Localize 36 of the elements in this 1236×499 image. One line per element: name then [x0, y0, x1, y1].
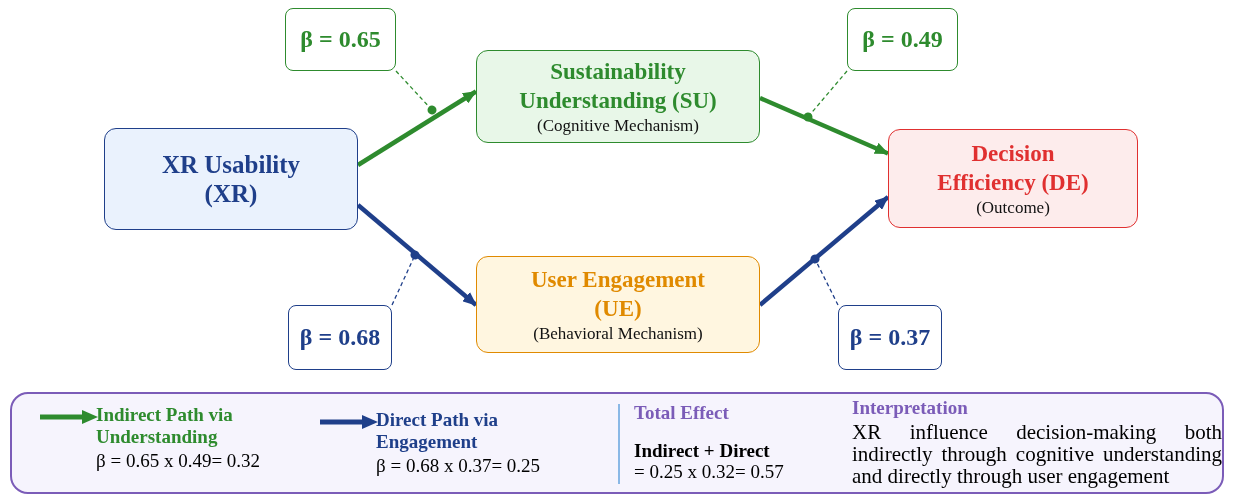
node-subtitle: (Cognitive Mechanism) — [537, 115, 699, 136]
node-title: β = 0.65 — [300, 25, 381, 54]
arrow — [356, 203, 478, 307]
node-title: β = 0.49 — [862, 25, 943, 54]
node-title: Sustainability Understanding (SU) — [518, 58, 718, 115]
process-box — [476, 256, 760, 353]
process-box — [888, 129, 1138, 228]
leader-line — [391, 250, 420, 306]
legend-label: Indirect Path via Understanding — [96, 404, 234, 448]
process-box — [476, 50, 760, 143]
coefficient-box — [847, 8, 958, 71]
arrow — [356, 89, 478, 167]
node-title: Decision Efficiency (DE) — [936, 140, 1090, 197]
legend-label: Direct Path via Engagement — [376, 409, 500, 453]
node-title: β = 0.68 — [299, 323, 381, 352]
node-title: XR Usability (XR) — [160, 150, 302, 208]
arrow — [758, 195, 890, 307]
arrow — [759, 95, 889, 156]
formula-heading: Indirect + Direct — [634, 440, 770, 462]
formula-text: β = 0.68 x 0.37= 0.25 — [376, 455, 541, 477]
section-heading: Total Effect — [634, 402, 729, 424]
leader-line — [810, 254, 839, 306]
leader-line — [803, 70, 848, 122]
coefficient-box — [288, 305, 392, 370]
coefficient-box — [838, 305, 942, 370]
node-subtitle: (Outcome) — [976, 197, 1050, 218]
node-subtitle: (Behavioral Mechanism) — [533, 323, 703, 344]
formula-text: β = 0.65 x 0.49= 0.32 — [96, 450, 261, 472]
formula-text: = 0.25 x 0.32= 0.57 — [634, 461, 784, 483]
coefficient-box — [285, 8, 396, 71]
node-title: β = 0.37 — [849, 323, 931, 352]
section-heading: Interpretation — [852, 397, 968, 419]
node-title: User Engagement (UE) — [530, 266, 706, 323]
interpretation-text: XR influence decision-making both indirectly through cognitive understanding and directly through user engagement — [852, 421, 1222, 487]
leader-line — [395, 70, 437, 115]
process-box — [104, 128, 358, 230]
